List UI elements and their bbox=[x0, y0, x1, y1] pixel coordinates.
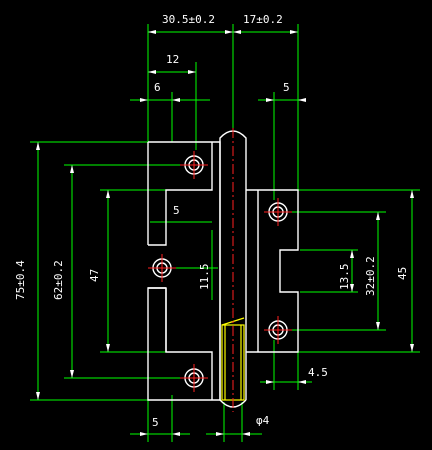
dim-width-5-top: 5 bbox=[283, 81, 290, 94]
arrowheads bbox=[36, 30, 414, 436]
dim-width-6: 6 bbox=[154, 81, 161, 94]
centerlines bbox=[148, 128, 292, 412]
dim-height-75: 75±0.4 bbox=[14, 260, 27, 300]
dim-height-45: 45 bbox=[396, 267, 409, 280]
dim-height-32: 32±0.2 bbox=[364, 256, 377, 296]
dim-offset-4-5: 4.5 bbox=[308, 366, 328, 379]
dim-slot-5: 5 bbox=[173, 204, 180, 217]
dim-slot-11-5: 11.5 bbox=[198, 264, 211, 291]
dim-width-12: 12 bbox=[166, 53, 179, 66]
dim-height-62: 62±0.2 bbox=[52, 260, 65, 300]
dim-height-47: 47 bbox=[88, 269, 101, 282]
dim-bottom-5: 5 bbox=[152, 416, 159, 429]
dim-slot-13-5: 13.5 bbox=[338, 264, 351, 291]
dim-pin-dia: φ4 bbox=[256, 414, 270, 427]
dim-top-left: 30.5±0.2 bbox=[162, 13, 215, 26]
dim-top-right: 17±0.2 bbox=[243, 13, 283, 26]
